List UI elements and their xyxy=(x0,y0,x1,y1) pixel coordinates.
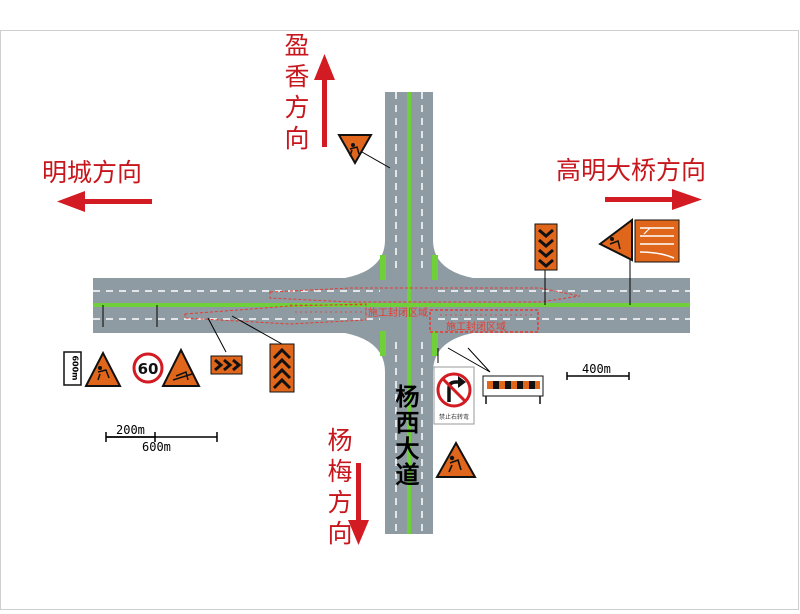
speed-limit-text: 60 xyxy=(138,360,159,378)
chevron-sign-icon-west xyxy=(210,355,243,375)
lane-closure-sign-icon xyxy=(598,218,680,263)
distance-plate-sign: 600m xyxy=(63,351,82,386)
north-arrow-icon xyxy=(314,54,335,147)
scale-bars xyxy=(105,372,630,442)
corner-nw xyxy=(345,240,385,278)
island-se xyxy=(432,331,438,356)
barrier-icon xyxy=(482,375,544,404)
south-arrow-icon xyxy=(348,463,369,545)
road-work-sign-icon-west-2 xyxy=(161,347,201,387)
road-name-label: 杨西大道 xyxy=(391,384,419,488)
west-direction-label: 明城方向 xyxy=(42,158,143,187)
sign-leaders xyxy=(102,151,631,373)
road-work-sign-icon-south xyxy=(435,440,477,478)
direction-arrows xyxy=(57,54,702,545)
ew-median xyxy=(93,303,690,307)
road-work-sign-icon-north xyxy=(337,134,373,166)
speed-limit-sign-icon: 60 xyxy=(132,352,164,384)
no-right-turn-caption: 禁止右转弯 xyxy=(439,413,469,421)
island-nw xyxy=(380,255,386,280)
no-right-turn-sign-icon: 禁止右转弯 xyxy=(433,366,475,425)
work-zone xyxy=(184,287,581,333)
scale-label-400m: 400m xyxy=(582,362,611,376)
island-ne xyxy=(432,255,438,280)
chevron-sign-icon-east xyxy=(534,223,558,271)
scale-label-200m: 200m xyxy=(116,423,145,437)
chevron-sign-icon-south-west xyxy=(269,343,295,393)
ns-median xyxy=(407,92,411,534)
north-direction-label: 盈香方向 xyxy=(281,32,310,156)
east-direction-label: 高明大桥方向 xyxy=(556,156,707,185)
west-arrow-icon xyxy=(57,191,152,212)
scale-label-600m: 600m xyxy=(142,440,171,454)
south-direction-label: 杨梅方向 xyxy=(324,427,353,551)
diagram-frame xyxy=(0,30,799,610)
work-zone-label-1: 施工封闭区域 xyxy=(368,306,428,319)
distance-plate-text: 600m xyxy=(71,355,80,380)
island-sw xyxy=(380,331,386,356)
work-zone-label-2: 施工封闭区域 xyxy=(446,320,506,333)
east-arrow-icon xyxy=(605,189,702,210)
corner-sw xyxy=(345,333,385,372)
lane-markings xyxy=(93,92,690,534)
corner-ne xyxy=(433,240,473,278)
medians xyxy=(93,92,690,534)
road-work-sign-icon-west xyxy=(84,350,122,387)
corner-se xyxy=(433,333,473,372)
